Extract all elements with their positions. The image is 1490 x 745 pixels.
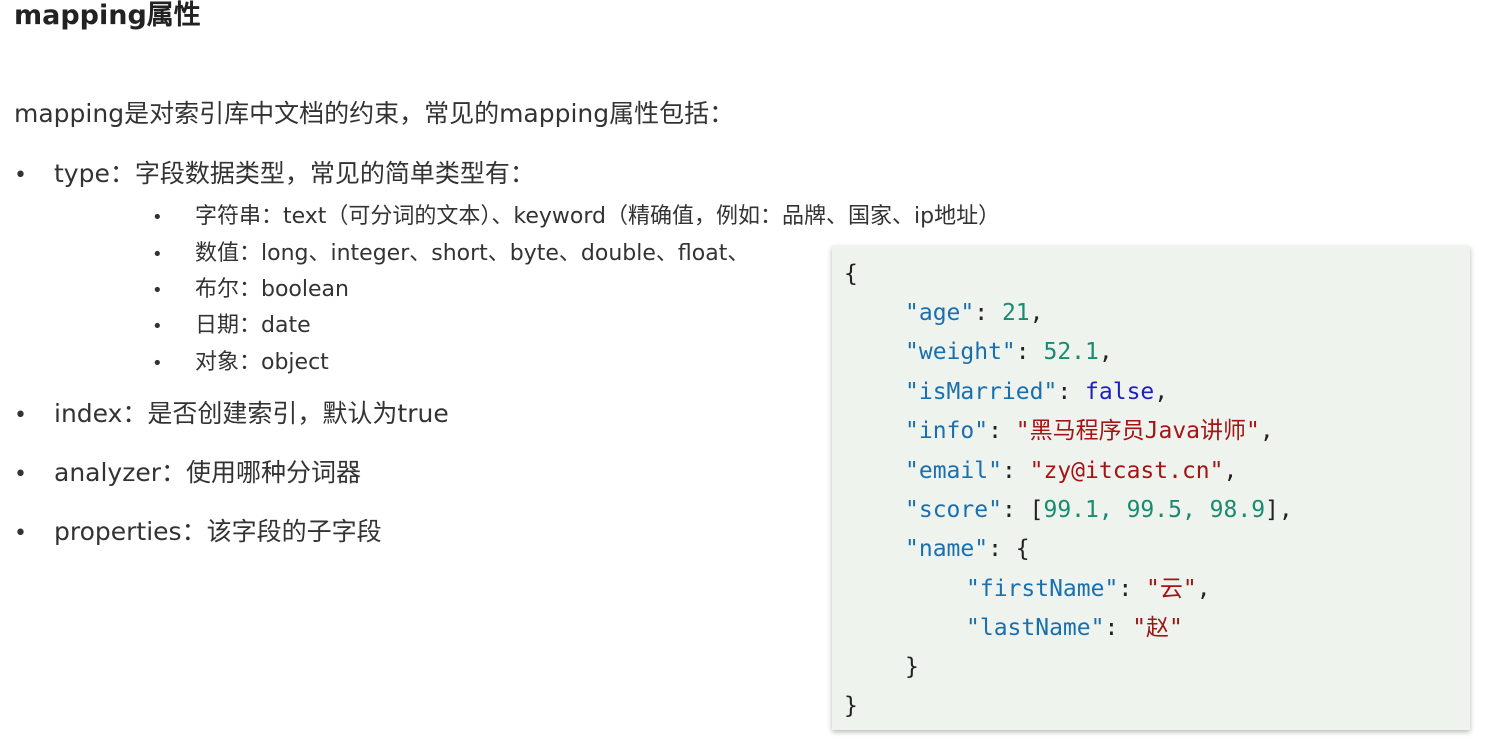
code-key: "firstName" — [966, 576, 1119, 602]
code-key: "weight" — [905, 339, 1016, 365]
bullet-properties: • properties：该字段的子字段 — [14, 514, 382, 552]
code-string: "赵" — [1132, 615, 1183, 641]
sub-bullet-number-text: 数值：long、integer、short、byte、double、float、 — [195, 241, 750, 266]
code-key: "lastName" — [966, 615, 1105, 641]
bullet-dot: • — [14, 163, 27, 188]
code-close-brace: } — [844, 693, 858, 719]
sub-bullet-object: • 对象：object — [152, 348, 329, 379]
code-line-name: "name": { — [905, 536, 1030, 562]
code-key: "email" — [905, 458, 1002, 484]
sub-bullet-object-text: 对象：object — [195, 350, 329, 375]
code-line-email: "email": "zy@itcast.cn", — [905, 458, 1238, 484]
bullet-dot: • — [14, 462, 27, 487]
sub-bullet-number: • 数值：long、integer、short、byte、double、float… — [152, 239, 749, 270]
bullet-dot: • — [152, 316, 163, 337]
code-line-score: "score": [99.1, 99.5, 98.9], — [905, 497, 1293, 523]
code-string: "云" — [1146, 576, 1197, 602]
code-string: "zy@itcast.cn" — [1029, 458, 1224, 484]
code-key: "name" — [905, 536, 989, 562]
intro-text: mapping是对索引库中文档的约束，常见的mapping属性包括： — [14, 99, 735, 128]
code-open-brace: { — [844, 261, 858, 287]
bullet-dot: • — [152, 353, 163, 374]
code-key: "isMarried" — [905, 379, 1058, 405]
json-code-example: { "age": 21, "weight": 52.1, "isMarried"… — [832, 246, 1470, 730]
bullet-properties-text: properties：该字段的子字段 — [54, 517, 382, 546]
mapping-attribute-list: • type：字段数据类型，常见的简单类型有： • 字符串：text（可分词的文本）… — [14, 156, 1000, 552]
bullet-type-text: type：字段数据类型，常见的简单类型有： — [54, 159, 535, 188]
sub-bullet-string-text: 字符串：text（可分词的文本）、keyword（精确值，例如：品牌、国家、ip… — [195, 204, 1001, 229]
code-line-firstname: "firstName": "云", — [966, 576, 1211, 602]
code-line-lastname: "lastName": "赵" — [966, 615, 1183, 641]
code-line-info: "info": "黑马程序员Java讲师", — [905, 418, 1274, 444]
sub-bullet-boolean: • 布尔：boolean — [152, 275, 349, 306]
bullet-analyzer: • analyzer：使用哪种分词器 — [14, 455, 361, 493]
code-string: "黑马程序员Java讲师" — [1015, 418, 1260, 444]
code-number: 99.1, 99.5, 98.9 — [1043, 497, 1266, 523]
bullet-dot: • — [152, 280, 163, 301]
page-title: mapping属性 — [14, 0, 201, 31]
code-number: 52.1 — [1043, 339, 1099, 365]
code-key: "age" — [905, 300, 975, 326]
code-line-age: "age": 21, — [905, 300, 1044, 326]
bullet-index: • index：是否创建索引，默认为true — [14, 396, 449, 434]
code-line-weight: "weight": 52.1, — [905, 339, 1113, 365]
bullet-dot: • — [14, 403, 27, 428]
sub-bullet-boolean-text: 布尔：boolean — [195, 277, 349, 302]
bullet-type: • type：字段数据类型，常见的简单类型有： — [14, 156, 535, 194]
code-name-close-brace: } — [905, 654, 919, 680]
sub-bullet-string: • 字符串：text（可分词的文本）、keyword（精确值，例如：品牌、国家、i… — [152, 202, 1000, 233]
sub-bullet-date: • 日期：date — [152, 311, 311, 342]
code-line-married: "isMarried": false, — [905, 379, 1169, 405]
code-key: "info" — [905, 418, 989, 444]
code-key: "score" — [905, 497, 1002, 523]
bullet-dot: • — [152, 207, 163, 228]
bullet-dot: • — [152, 244, 163, 265]
code-boolean: false — [1085, 379, 1155, 405]
bullet-analyzer-text: analyzer：使用哪种分词器 — [54, 458, 362, 487]
code-number: 21 — [1001, 300, 1030, 326]
bullet-index-text: index：是否创建索引，默认为true — [54, 399, 449, 428]
bullet-dot: • — [14, 521, 27, 546]
sub-bullet-date-text: 日期：date — [195, 313, 311, 338]
